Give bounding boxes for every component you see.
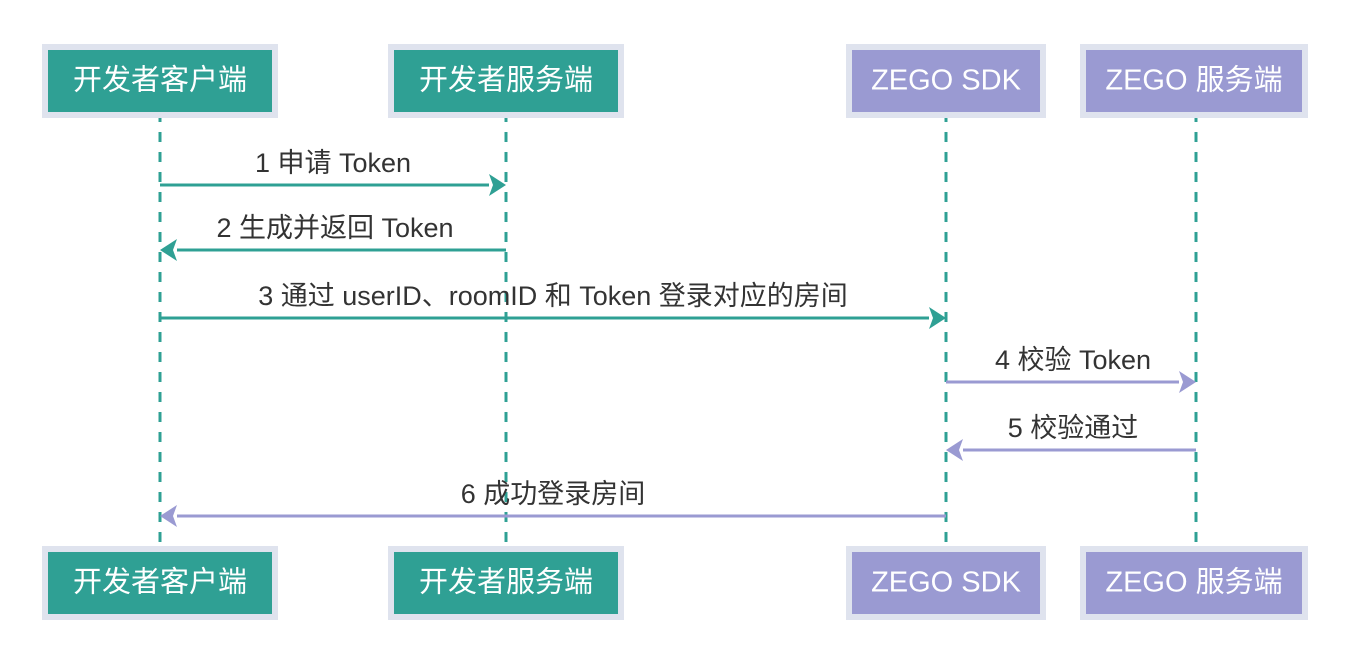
participant-zego-sdk-top[interactable]: ZEGO SDK bbox=[846, 44, 1046, 118]
participant-label: 开发者服务端 bbox=[419, 64, 593, 97]
message-2: 2 生成并返回 Token bbox=[160, 213, 506, 261]
participant-zego-server-bottom[interactable]: ZEGO 服务端 bbox=[1080, 546, 1308, 620]
participant-zego-sdk-bottom[interactable]: ZEGO SDK bbox=[846, 546, 1046, 620]
participant-zego-server-top[interactable]: ZEGO 服务端 bbox=[1080, 44, 1308, 118]
participant-box-fill bbox=[852, 50, 1040, 112]
participant-box-fill bbox=[48, 50, 272, 112]
participant-box-fill bbox=[394, 50, 618, 112]
message-label: 3 通过 userID、roomID 和 Token 登录对应的房间 bbox=[258, 281, 848, 311]
message-3: 3 通过 userID、roomID 和 Token 登录对应的房间 bbox=[160, 281, 946, 329]
message-5: 5 校验通过 bbox=[946, 413, 1196, 461]
message-label: 2 生成并返回 Token bbox=[216, 213, 453, 243]
participant-label: ZEGO 服务端 bbox=[1105, 566, 1282, 599]
message-1: 1 申请 Token bbox=[160, 148, 506, 196]
lifelines-layer bbox=[158, 112, 1198, 552]
participant-label: ZEGO SDK bbox=[871, 65, 1022, 97]
message-arrow-head bbox=[489, 174, 506, 196]
message-arrow-head bbox=[160, 239, 177, 261]
message-label: 4 校验 Token bbox=[995, 345, 1151, 375]
participant-label: 开发者服务端 bbox=[419, 566, 593, 599]
participant-box-fill bbox=[1086, 552, 1302, 614]
participant-label: 开发者客户端 bbox=[73, 64, 247, 97]
participant-dev-server-top[interactable]: 开发者服务端 bbox=[388, 44, 624, 118]
participant-dev-client-top[interactable]: 开发者客户端 bbox=[42, 44, 278, 118]
message-arrow-head bbox=[1179, 371, 1196, 393]
message-label: 6 成功登录房间 bbox=[461, 479, 646, 509]
participant-dev-server-bottom[interactable]: 开发者服务端 bbox=[388, 546, 624, 620]
message-arrow-head bbox=[160, 505, 177, 527]
message-arrow-head bbox=[929, 307, 946, 329]
participant-label: ZEGO SDK bbox=[871, 567, 1022, 599]
participant-dev-client-bottom[interactable]: 开发者客户端 bbox=[42, 546, 278, 620]
message-4: 4 校验 Token bbox=[946, 345, 1196, 393]
message-label: 5 校验通过 bbox=[1008, 413, 1139, 443]
messages-layer: 1 申请 Token 2 生成并返回 Token 3 通过 userID、roomI… bbox=[160, 148, 1196, 527]
message-arrow-head bbox=[946, 439, 963, 461]
participant-label: 开发者客户端 bbox=[73, 566, 247, 599]
message-label: 1 申请 Token bbox=[255, 148, 411, 178]
message-6: 6 成功登录房间 bbox=[160, 479, 946, 527]
participant-box-fill bbox=[48, 552, 272, 614]
participant-box-fill bbox=[1086, 50, 1302, 112]
participant-label: ZEGO 服务端 bbox=[1105, 64, 1282, 97]
participant-box-fill bbox=[852, 552, 1040, 614]
participant-box-fill bbox=[394, 552, 618, 614]
